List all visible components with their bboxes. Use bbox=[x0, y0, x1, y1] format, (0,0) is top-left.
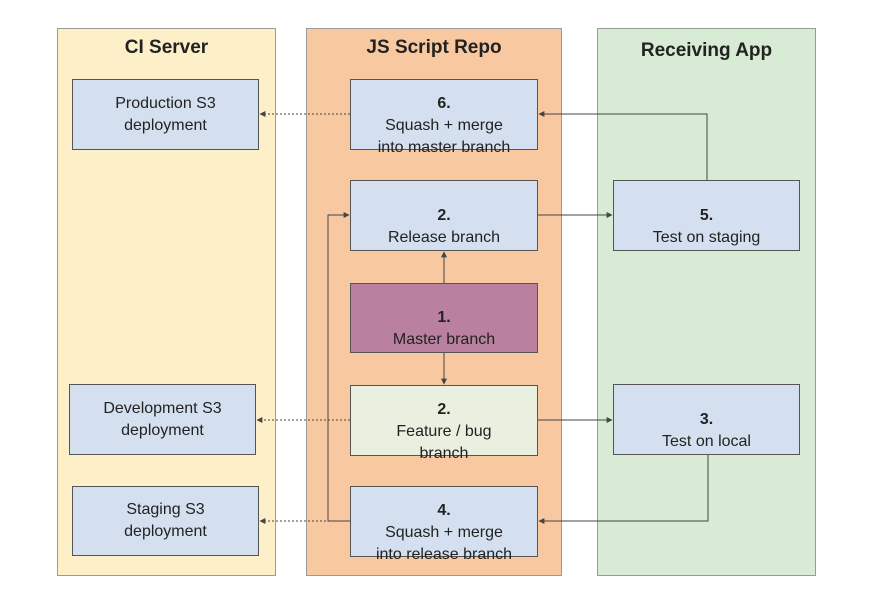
step-2-release-number: 2. bbox=[437, 206, 451, 224]
staging-s3-deployment-label: Staging S3 deployment bbox=[124, 501, 207, 540]
step-2-release-branch-box: 2. Release branch bbox=[350, 180, 538, 251]
js-script-repo-lane-title: JS Script Repo bbox=[366, 37, 502, 58]
step-6-label: Squash + merge into master branch bbox=[377, 116, 511, 156]
ci-server-lane-title: CI Server bbox=[124, 37, 209, 58]
connector-squash-release-to-release bbox=[327, 212, 350, 522]
step-1-label: Master branch bbox=[392, 331, 496, 348]
step-1-master-branch-box: 1. Master branch bbox=[350, 283, 538, 353]
step-3-test-on-local-box: 3. Test on local bbox=[613, 384, 800, 455]
step-4-label: Squash + merge into release branch bbox=[375, 523, 513, 563]
step-2-feature-bug-branch-box: 2. Feature / bug branch bbox=[350, 385, 538, 462]
step-3-number: 3. bbox=[699, 410, 714, 428]
step-5-number: 5. bbox=[699, 206, 714, 224]
connector-test-staging-to-squash-master bbox=[538, 111, 708, 180]
step-2-feature-label: Feature / bug branch bbox=[396, 422, 492, 462]
step-6-number: 6. bbox=[437, 94, 451, 112]
development-s3-deployment-box: Development S3 deployment bbox=[69, 384, 256, 455]
step-3-label: Test on local bbox=[662, 432, 751, 450]
development-s3-deployment-label: Development S3 deployment bbox=[103, 399, 222, 439]
step-6-squash-merge-master-box: 6. Squash + merge into master branch bbox=[350, 79, 538, 156]
production-s3-deployment-box: Production S3 deployment bbox=[72, 79, 259, 150]
step-5-label: Test on staging bbox=[652, 228, 761, 246]
step-5-test-on-staging-box: 5. Test on staging bbox=[613, 180, 800, 251]
receiving-app-lane-title: Receiving App bbox=[640, 40, 773, 61]
production-s3-deployment-label: Production S3 deployment bbox=[115, 94, 216, 134]
step-2-feature-number: 2. bbox=[437, 400, 451, 418]
step-2-release-label: Release branch bbox=[387, 228, 501, 246]
step-4-squash-merge-release-box: 4. Squash + merge into release branch bbox=[350, 486, 538, 563]
step-4-number: 4. bbox=[437, 501, 451, 519]
staging-s3-deployment-box: Staging S3 deployment bbox=[72, 486, 259, 556]
connector-test-local-to-squash-release bbox=[538, 455, 709, 524]
step-1-number: 1. bbox=[437, 309, 451, 326]
